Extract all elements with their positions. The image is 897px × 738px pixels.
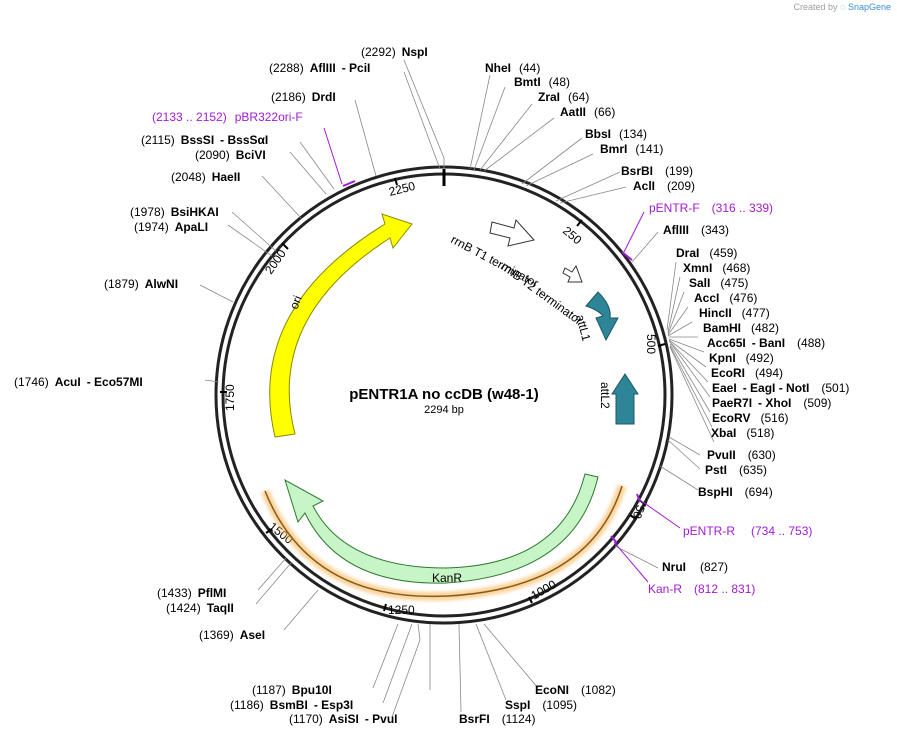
enzyme-alwni[interactable]: (1879)AlwNI xyxy=(104,277,178,291)
enzyme-ecorv[interactable]: EcoRV(516) xyxy=(712,411,788,425)
primer-pentr-f[interactable]: pENTR-F(316 .. 339) xyxy=(649,201,773,215)
enzyme-paer7i-xhoi[interactable]: PaeR7I- XhoI(509) xyxy=(712,396,831,410)
plasmid-name: pENTR1A no ccDB (w48-1) xyxy=(349,386,538,403)
enzyme-psti[interactable]: PstI(635) xyxy=(705,463,767,477)
enzyme-bsihkai[interactable]: (1978)BsiHKAI xyxy=(130,205,219,219)
enzyme-bsrbi[interactable]: BsrBI(199) xyxy=(621,164,693,178)
enzyme-acli[interactable]: AclI(209) xyxy=(633,179,695,193)
enzyme-bamhi[interactable]: BamHI(482) xyxy=(703,321,779,335)
attl2-label: attL2 xyxy=(598,382,612,409)
snapgene-watermark: Created by ◌ SnapGene xyxy=(794,2,891,12)
enzyme-xbai[interactable]: XbaI(518) xyxy=(711,426,774,440)
enzyme-taqii[interactable]: (1424)TaqII xyxy=(166,601,234,615)
ring-tick-2250: 2250 xyxy=(387,179,417,199)
ring-tick-500: 500 xyxy=(644,334,658,354)
snapgene-logo-icon: ◌ xyxy=(840,2,846,12)
enzyme-hincii[interactable]: HincII(477) xyxy=(699,306,770,320)
watermark-brand: SnapGene xyxy=(847,2,891,12)
enzyme-asisi-pvui[interactable]: (1170)AsiSI- PvuI xyxy=(289,712,397,726)
enzyme-nhei[interactable]: NheI(44) xyxy=(485,61,540,75)
enzyme-sali[interactable]: SalI(475) xyxy=(689,276,748,290)
attl1-feature-arrow[interactable] xyxy=(585,291,619,342)
enzyme-ecori[interactable]: EcoRI(494) xyxy=(711,366,783,380)
enzyme-bcivi[interactable]: (2090)BciVI xyxy=(195,148,266,162)
rrnb-t1-terminator-arrow[interactable] xyxy=(489,218,535,247)
enzyme-pflmi[interactable]: (1433)PflMI xyxy=(157,586,226,600)
enzyme-bsphi[interactable]: BspHI(694) xyxy=(698,485,773,499)
primer-kan-r[interactable]: Kan-R(812 .. 831) xyxy=(648,582,755,596)
ori-feature-arrow[interactable] xyxy=(269,213,413,438)
enzyme-zrai[interactable]: ZraI(64) xyxy=(538,90,589,104)
plasmid-size: 2294 bp xyxy=(424,404,464,416)
enzyme-afliii-343[interactable]: AflIII(343) xyxy=(663,223,729,237)
ring-tick-250: 250 xyxy=(560,224,585,248)
enzyme-aatii[interactable]: AatII(66) xyxy=(560,105,615,119)
enzyme-nrui[interactable]: NruI(827) xyxy=(662,560,728,574)
enzyme-drdi[interactable]: (2186)DrdI xyxy=(271,90,336,104)
primer-pbr322ori-f[interactable]: (2133 .. 2152)pBR322ori-F xyxy=(152,110,303,124)
enzyme-nspi[interactable]: (2292)NspI xyxy=(361,45,428,59)
ori-label: ori xyxy=(287,294,305,312)
watermark-prefix: Created by xyxy=(793,2,838,12)
enzyme-pvuii[interactable]: PvuII(630) xyxy=(707,448,776,462)
primer-marks xyxy=(323,127,681,583)
attl1-label: attL1 xyxy=(573,313,594,343)
enzyme-apali[interactable]: (1974)ApaLI xyxy=(134,220,208,234)
enzyme-acci[interactable]: AccI(476) xyxy=(694,291,757,305)
primer-pentr-r[interactable]: pENTR-R(734 .. 753) xyxy=(683,524,812,538)
enzyme-bpu10i[interactable]: (1187)Bpu10I xyxy=(252,683,332,697)
kanr-feature-arrow[interactable] xyxy=(284,473,599,584)
enzyme-bbsi[interactable]: BbsI(134) xyxy=(585,127,647,141)
enzyme-sspi[interactable]: SspI(1095) xyxy=(505,698,577,712)
enzyme-kpni[interactable]: KpnI(492) xyxy=(709,351,774,365)
ring-tick-1750: 1750 xyxy=(223,384,237,411)
attl2-feature-arrow[interactable] xyxy=(611,373,639,425)
enzyme-drai[interactable]: DraI(459) xyxy=(676,246,737,260)
enzyme-leader-lines xyxy=(199,59,715,718)
enzyme-eaei-eagi-noti[interactable]: EaeI- EagI - NotI(501) xyxy=(712,381,849,395)
kanr-orf-line xyxy=(264,485,623,598)
ring-tick-1250: 1250 xyxy=(388,603,415,617)
enzyme-asei[interactable]: (1369)AseI xyxy=(199,628,265,642)
enzyme-haeii[interactable]: (2048)HaeII xyxy=(171,170,240,184)
enzyme-acui-eco57mi[interactable]: (1746)AcuI- Eco57MI xyxy=(14,375,143,389)
enzyme-bsrfi[interactable]: BsrFI(1124) xyxy=(459,712,535,726)
enzyme-econi[interactable]: EcoNI(1082) xyxy=(535,683,616,697)
enzyme-bmti[interactable]: BmtI(48) xyxy=(514,75,570,89)
enzyme-afliii-pcii[interactable]: (2288)AflIII- PciI xyxy=(269,61,370,75)
enzyme-bsssi-bsssai[interactable]: (2115)BssSI- BssSαI xyxy=(141,133,268,147)
kanr-label: KanR xyxy=(432,571,462,585)
rrnb-t2-label: rrnB T2 terminator xyxy=(498,259,585,327)
enzyme-bmri[interactable]: BmrI(141) xyxy=(600,142,663,156)
ring-tick-marks xyxy=(220,177,666,612)
rrnb-t2-terminator-arrow[interactable] xyxy=(562,264,583,283)
enzyme-xmni[interactable]: XmnI(468) xyxy=(683,261,750,275)
enzyme-acc65i-bani[interactable]: Acc65I- BanI(488) xyxy=(707,336,825,350)
enzyme-bsmbi-esp3i[interactable]: (1186)BsmBI- Esp3I xyxy=(230,698,353,712)
